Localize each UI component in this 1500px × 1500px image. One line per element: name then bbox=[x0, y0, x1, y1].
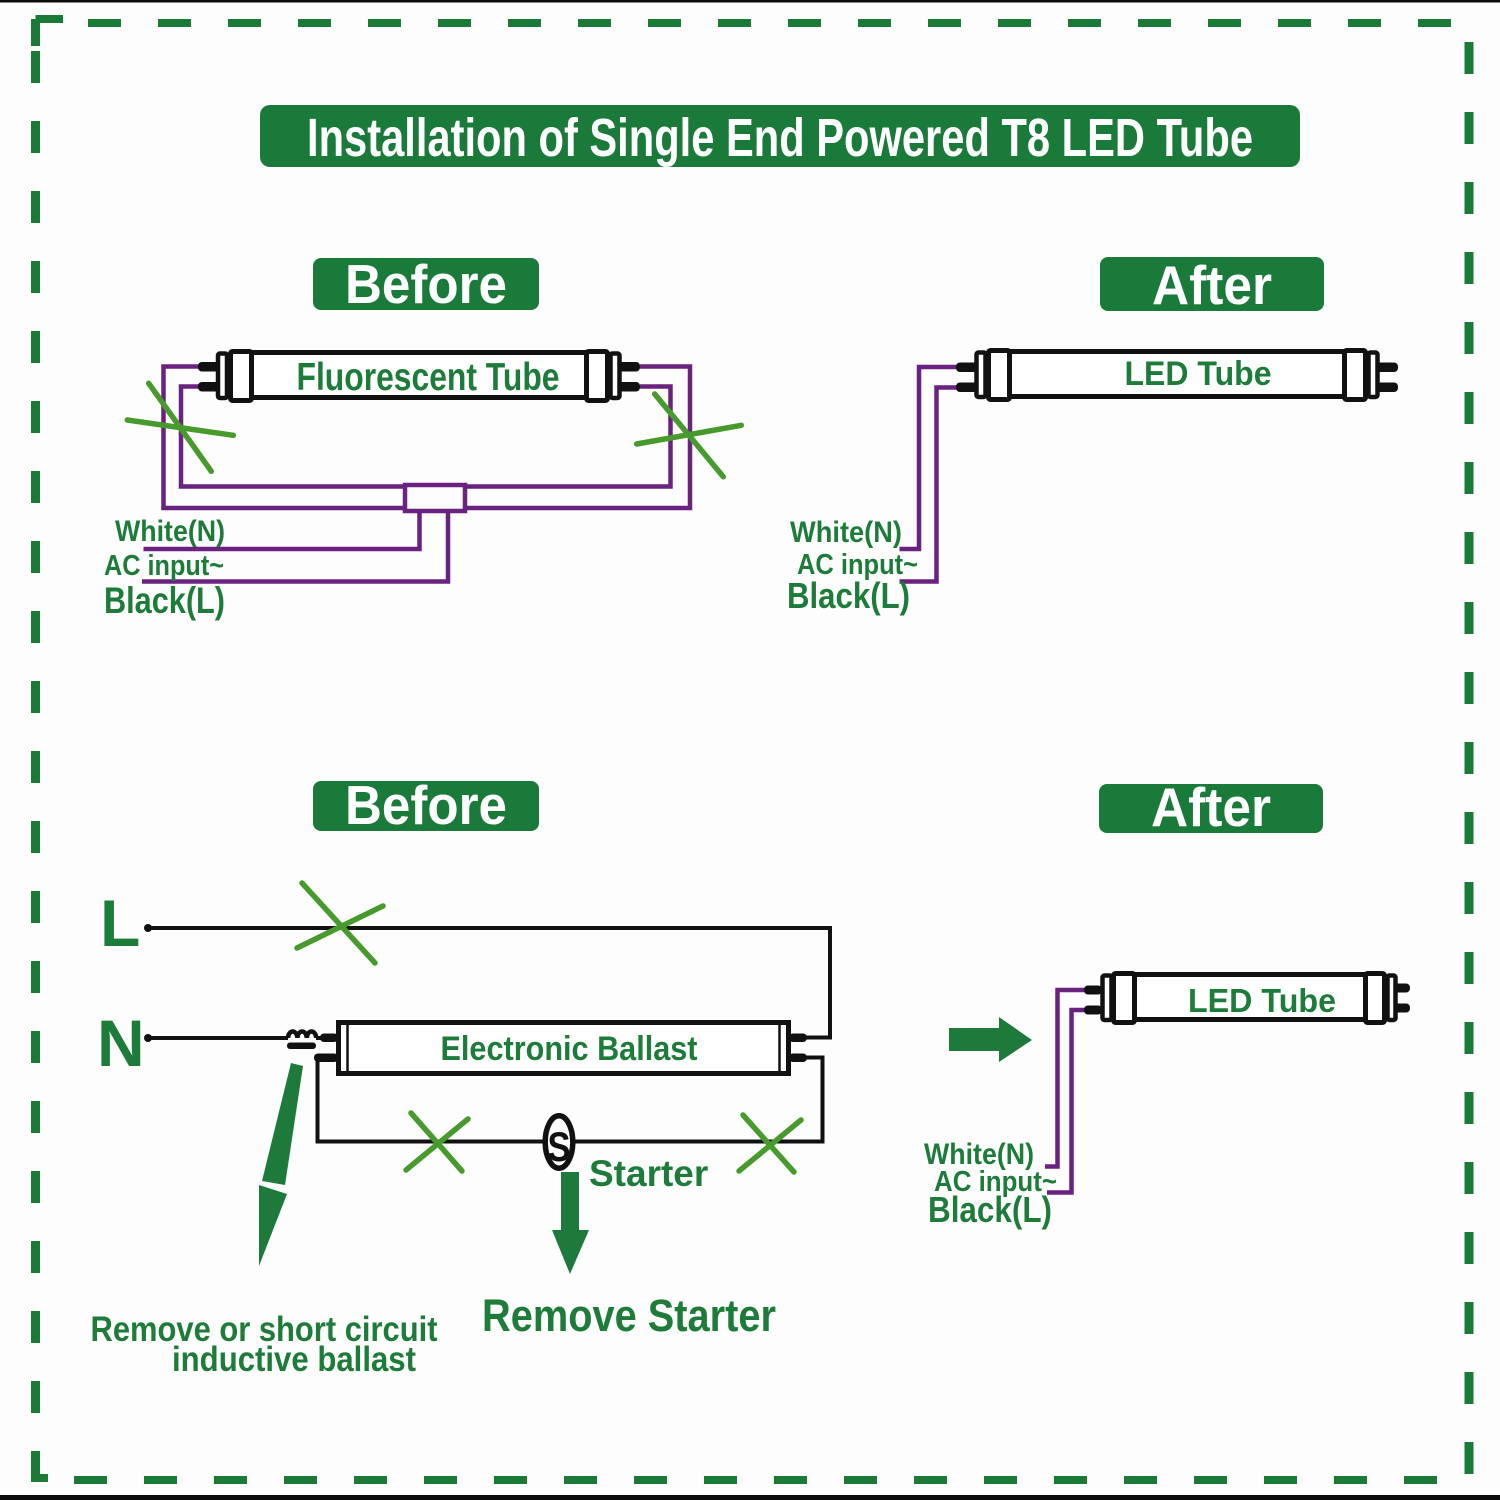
svg-text:White(N): White(N) bbox=[115, 515, 225, 548]
svg-text:After: After bbox=[1152, 254, 1272, 316]
svg-text:After: After bbox=[1151, 776, 1271, 838]
svg-text:LED Tube: LED Tube bbox=[1188, 982, 1336, 1019]
svg-text:Before: Before bbox=[345, 253, 507, 315]
svg-text:Electronic Ballast: Electronic Ballast bbox=[441, 1030, 698, 1068]
svg-text:Fluorescent Tube: Fluorescent Tube bbox=[297, 356, 560, 399]
svg-text:L: L bbox=[100, 886, 140, 960]
svg-text:Remove or short circuit: Remove or short circuit bbox=[91, 1310, 438, 1349]
svg-text:White(N): White(N) bbox=[790, 516, 902, 549]
svg-text:Starter: Starter bbox=[589, 1153, 708, 1194]
svg-text:Installation of Single End Pow: Installation of Single End Powered T8 LE… bbox=[307, 108, 1253, 168]
svg-text:Black(L): Black(L) bbox=[928, 1189, 1052, 1230]
svg-text:Remove Starter: Remove Starter bbox=[482, 1290, 776, 1341]
svg-text:inductive ballast: inductive ballast bbox=[172, 1340, 416, 1379]
svg-text:Black(L): Black(L) bbox=[787, 575, 910, 616]
svg-text:N: N bbox=[97, 1006, 145, 1080]
svg-text:White(N): White(N) bbox=[924, 1138, 1034, 1171]
svg-text:Before: Before bbox=[345, 774, 507, 836]
svg-text:LED Tube: LED Tube bbox=[1125, 355, 1272, 393]
svg-text:AC input~: AC input~ bbox=[934, 1166, 1057, 1198]
svg-text:AC input~: AC input~ bbox=[797, 549, 918, 581]
svg-text:S: S bbox=[548, 1123, 571, 1170]
svg-text:Black(L): Black(L) bbox=[104, 580, 225, 621]
svg-text:AC input~: AC input~ bbox=[104, 550, 224, 582]
